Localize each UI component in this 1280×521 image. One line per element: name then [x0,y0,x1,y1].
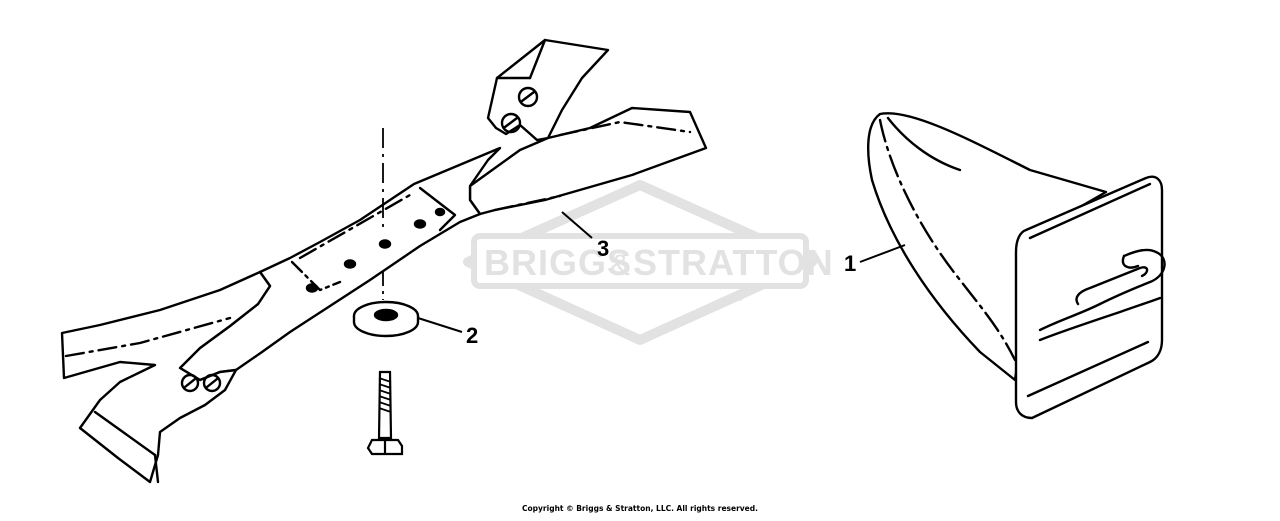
cap-grip-lower-line [1038,296,1162,342]
blade-upper-hole-b-mark [503,116,519,129]
blade-cover-cap [867,112,1166,420]
watermark-brand-left: BRIGGS [484,242,632,283]
blade-center-rib-top [418,186,457,232]
bolt-threads [378,377,392,413]
bolt-shank [377,370,393,440]
blade-upper-inner-bend [558,120,692,137]
blade-center-hole-5 [434,207,446,217]
callout-2-leader [417,317,463,333]
callout-1-label: 1 [844,251,856,276]
callout-3-label: 3 [597,236,609,261]
watermark-band [471,233,809,289]
blade-lower-hole-b-mark [205,377,219,389]
blade-center-hole-1 [413,219,427,229]
briggs-stratton-watermark: BRIGGS & STRATTON ® [463,180,834,345]
cap-grip-handle [1038,248,1166,332]
callout-1: 1 [844,244,906,276]
blade-upper-wing-outer [486,38,610,142]
blade-bolt [366,370,404,456]
callout-3-leader [561,211,593,239]
blade-lower-tip-edge [93,410,157,457]
cap-back-plate [1014,175,1164,420]
callout-3: 3 [561,211,609,261]
cap-grip-slot-end [1121,254,1140,269]
callout-2-label: 2 [466,323,478,348]
blade-lower-hole-a [180,373,200,393]
cap-cone-body [867,112,1108,382]
cap-cone-edge-line [878,118,1017,362]
blade-lower-hole-b [202,373,222,393]
blade-center-body [178,146,502,382]
blade-upper-hole-a-mark [520,90,536,103]
blade-upper-hole-a [517,86,539,108]
blade-center-bend-line [290,260,342,292]
cap-plate-top-edge [1028,182,1152,240]
blade-upper-hole-b [500,112,522,134]
watermark-registered-mark: ® [736,293,744,304]
mower-blade [60,38,708,484]
blade-center-hole-4 [305,283,319,293]
blade-lower-tip-fold [153,453,160,484]
blade-upper-inner-bend-lower [493,194,562,212]
cap-cone-top-ridge [886,116,962,172]
callout-1-leader [859,244,906,263]
watermark-brand-right: STRATTON [633,242,834,283]
blade-lower-wing-outer [60,270,272,484]
cap-grip-slot [1075,266,1149,306]
washer-thickness [352,316,420,338]
watermark-brand-amp: & [610,249,630,282]
blade-center-top-bend [298,193,412,260]
blade-upper-wing-fold [528,38,547,80]
blade-lower-hole-a-mark [183,377,197,389]
cap-plate-inner-edge [1026,340,1150,398]
blade-center-hole-3 [343,259,357,269]
blade-lower-bend-line [64,316,232,358]
washer-center-hole [373,308,399,322]
callout-2: 2 [417,317,478,348]
washer [352,300,420,338]
blade-center-hole-2 [378,239,392,249]
copyright-notice: Copyright © Briggs & Stratton, LLC. All … [522,504,758,513]
